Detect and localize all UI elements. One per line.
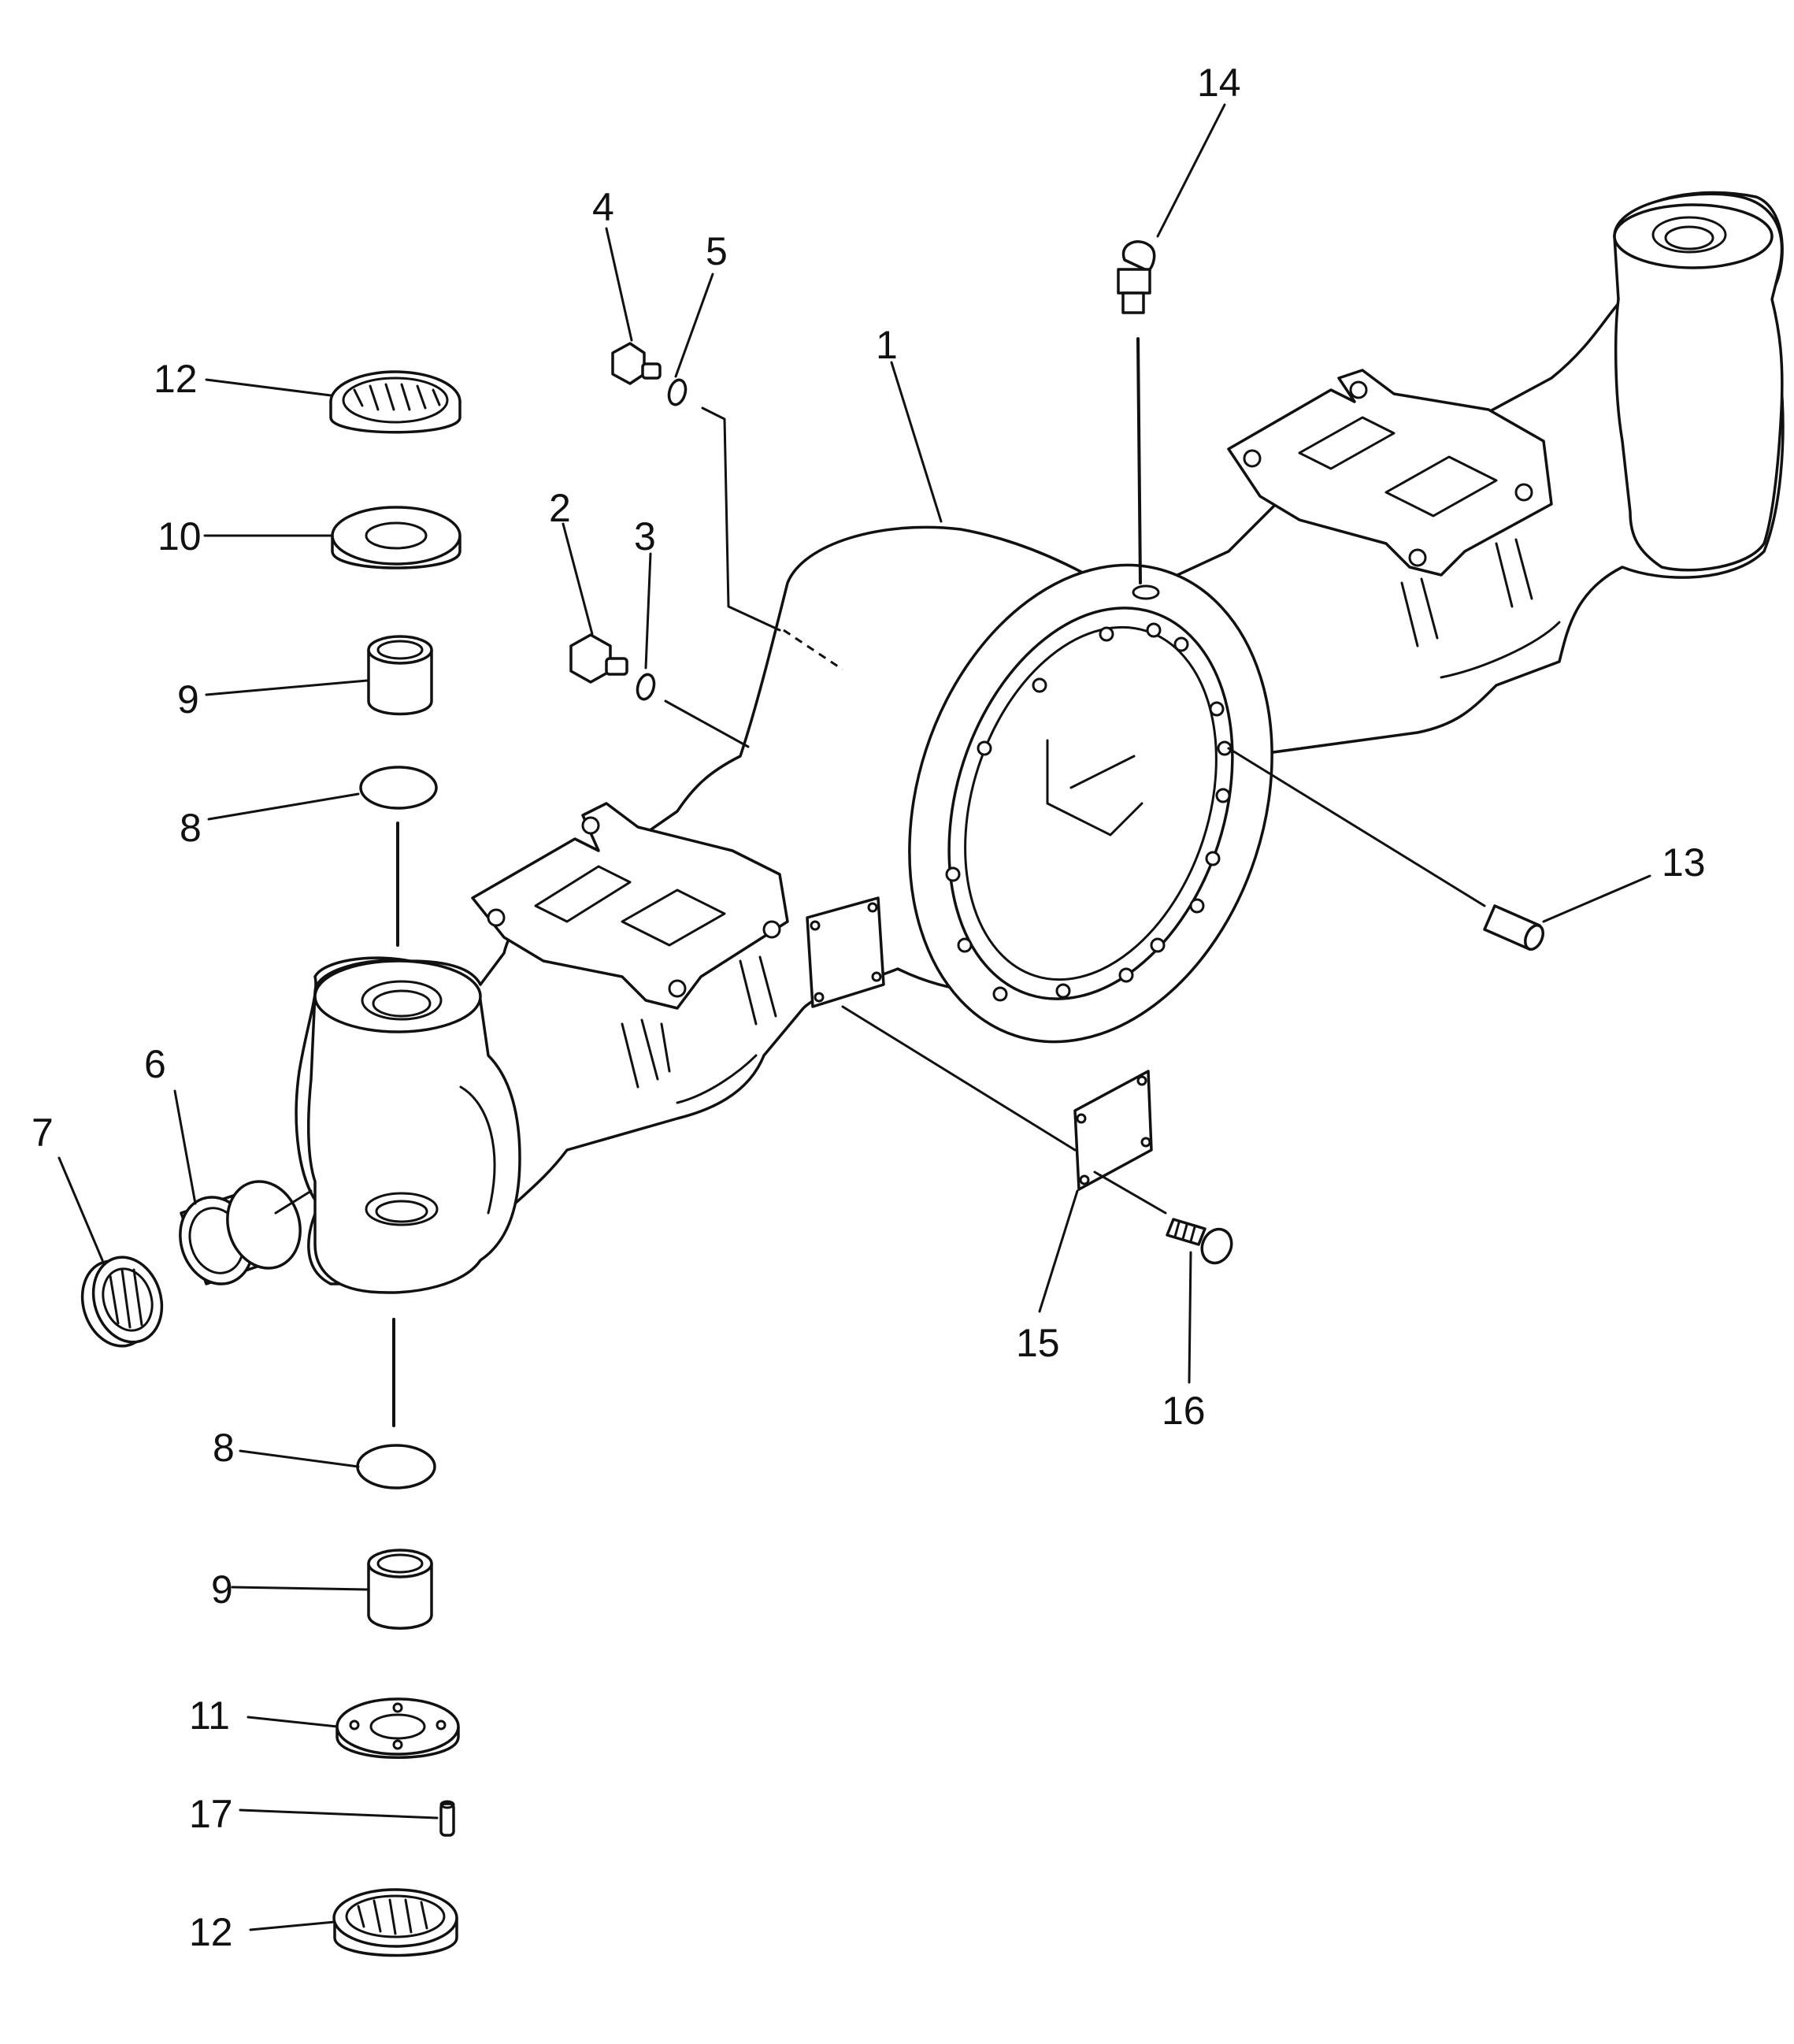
differential-opening [947, 607, 1234, 1000]
part-14-breather [1117, 240, 1156, 314]
callout-16: 16 [1162, 1389, 1206, 1433]
part-13-pin [1483, 904, 1544, 951]
callout-11: 11 [189, 1693, 230, 1738]
part-12-seal-bottom [332, 1888, 458, 1957]
leader-plug-2 [664, 699, 750, 748]
callout-12-top: 12 [154, 357, 198, 401]
callout-3: 3 [634, 514, 656, 558]
callout-10: 10 [158, 514, 202, 558]
callout-9-top: 9 [177, 677, 199, 722]
right-kingpin-boss [1613, 192, 1784, 572]
part-11-plate [335, 1697, 460, 1759]
part-9-bushing-bottom [367, 1549, 433, 1630]
callout-2: 2 [549, 486, 571, 530]
callout-12-bottom: 12 [189, 1910, 233, 1954]
callout-8-top: 8 [180, 806, 202, 850]
leader-lines [57, 103, 1651, 1931]
part-2-plug [569, 633, 628, 684]
right-mounting-pad [1227, 369, 1553, 577]
axle-housing [295, 191, 1785, 1294]
leader-plug-4 [701, 406, 781, 632]
callout-1: 1 [876, 323, 898, 367]
callout-5: 5 [706, 229, 728, 273]
callout-9-bottom: 9 [211, 1567, 233, 1612]
part-8-shim-top [359, 766, 438, 810]
callout-labels: 1 2 3 4 5 6 7 8 8 9 9 10 11 12 12 13 14 … [32, 61, 1706, 1954]
callout-4: 4 [592, 185, 614, 229]
part-16-bolt [1166, 1218, 1233, 1265]
flange-bolt-holes [945, 622, 1232, 1002]
part-15-cover [1073, 1070, 1153, 1191]
part-9-bushing-top [367, 635, 433, 716]
part-12-seal-top [329, 370, 461, 434]
callout-6: 6 [144, 1042, 166, 1086]
callout-13: 13 [1662, 840, 1706, 885]
callout-17: 17 [189, 1792, 233, 1836]
part-17-pin [439, 1800, 455, 1837]
part-7-seal [80, 1256, 164, 1348]
part-4-plug [611, 342, 662, 385]
part-10-washer [331, 506, 461, 569]
part-3-o-ring [636, 673, 656, 701]
part-5-o-ring [667, 378, 688, 406]
callout-7: 7 [32, 1111, 54, 1155]
callout-15: 15 [1016, 1321, 1060, 1365]
callout-8-bottom: 8 [213, 1426, 235, 1470]
part-8-shim-bottom [356, 1444, 436, 1489]
inspection-port [806, 896, 885, 1008]
callout-14: 14 [1197, 61, 1241, 105]
part-6-bushing [179, 1180, 302, 1285]
